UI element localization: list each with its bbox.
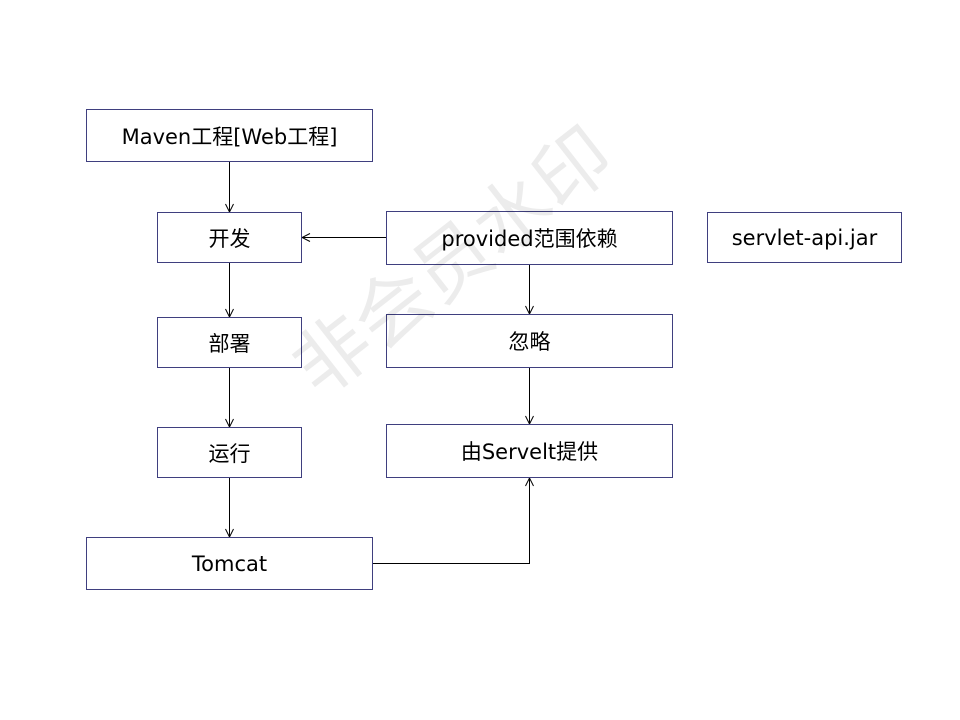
arrow-tomcat-to-servlet: [373, 478, 530, 564]
node-ignore: 忽略: [386, 314, 673, 368]
node-develop-label: 开发: [208, 226, 251, 251]
node-develop: 开发: [157, 212, 302, 263]
node-provided-scope: provided范围依赖: [386, 211, 673, 265]
node-servlet-api-jar: servlet-api.jar: [707, 212, 902, 263]
node-deploy: 部署: [157, 317, 302, 368]
node-servlet-api-jar-label: servlet-api.jar: [731, 225, 878, 250]
node-deploy-label: 部署: [208, 331, 251, 356]
node-servlet-provided: 由Servelt提供: [386, 424, 673, 478]
node-run: 运行: [157, 427, 302, 478]
node-maven-project-label: Maven工程[Web工程]: [121, 124, 338, 149]
node-provided-scope-label: provided范围依赖: [441, 227, 618, 251]
node-maven-project: Maven工程[Web工程]: [86, 109, 373, 162]
node-run-label: 运行: [208, 441, 251, 466]
node-ignore-label: 忽略: [508, 330, 551, 354]
node-tomcat: Tomcat: [86, 537, 373, 590]
node-servlet-provided-label: 由Servelt提供: [460, 440, 599, 464]
node-tomcat-label: Tomcat: [191, 551, 268, 576]
